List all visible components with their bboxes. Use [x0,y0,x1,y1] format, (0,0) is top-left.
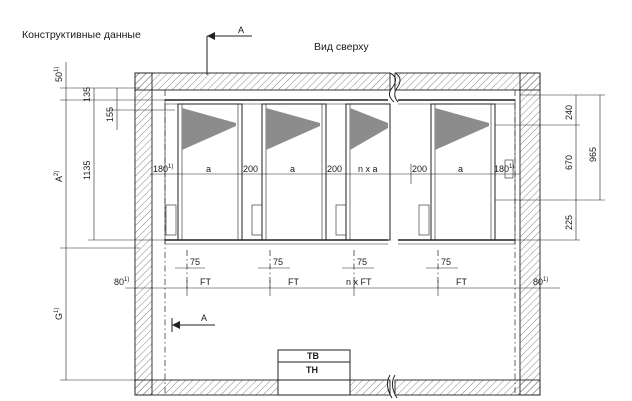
dim-200-1: 200 [243,164,258,174]
center-lines [164,90,516,395]
dim-200-3: 200 [412,164,427,174]
dim-180-right: 1801) [494,164,514,174]
dim-G: G1) [54,308,64,320]
dim-A: A2) [54,171,64,182]
dim-a-1: a [206,164,211,174]
dim-column-right [495,94,605,241]
label-th: TH [306,365,318,375]
dim-75-1: 75 [190,257,200,267]
dim-ft-2: FT [288,277,299,287]
dim-75-4: 75 [441,257,451,267]
dim-965: 965 [588,147,598,162]
dim-nxa: n x a [358,164,378,174]
view-label: Вид сверху [314,41,369,53]
dim-80-right: 801) [533,277,548,287]
dim-200-2: 200 [327,164,342,174]
dim-column-left [60,62,175,381]
dim-180-left: 1801) [153,164,173,174]
dim-ft-3: FT [456,277,467,287]
section-arrow-top: A [206,25,252,75]
dim-240: 240 [564,105,574,120]
drawing-title: Конструктивные данные [22,29,141,41]
dim-155: 155 [105,107,115,122]
cabinet-module-2 [251,103,327,241]
dim-row-ft [125,280,560,296]
dim-1135: 1135 [82,161,92,180]
dim-nxft: n x FT [346,277,372,287]
section-marker-bottom: A [201,313,207,323]
wall-frame [134,72,541,399]
dim-75-2: 75 [273,257,283,267]
dim-50: 501) [54,67,64,82]
dim-a-2: a [290,164,295,174]
dim-75-3: 75 [357,257,367,267]
dim-80-left: 801) [114,277,129,287]
dim-a-3: a [458,164,463,174]
section-marker-top: A [238,25,244,35]
dim-670: 670 [564,155,574,170]
dim-row-widths [150,164,520,184]
label-tb: TB [307,351,319,361]
tb-th-block [277,349,351,396]
dim-135: 135 [82,87,92,102]
section-arrow-bottom: A [171,313,215,332]
cabinet-module-1 [165,103,243,241]
dim-ft-1: FT [200,277,211,287]
dim-225: 225 [564,215,574,230]
